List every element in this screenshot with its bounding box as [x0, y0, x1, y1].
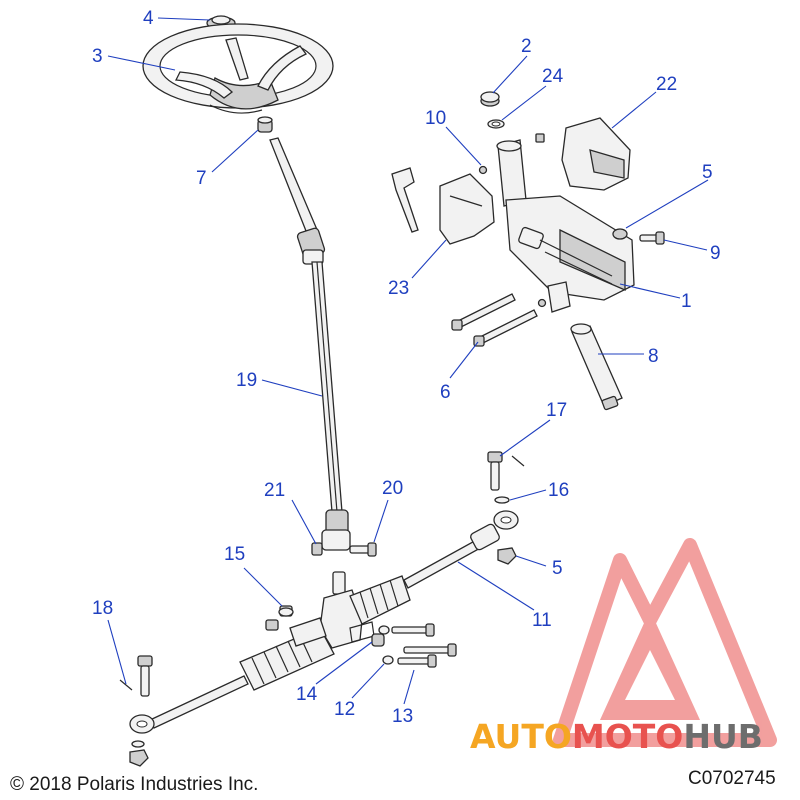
callout-3: 3	[92, 46, 103, 67]
watermark-logo	[553, 538, 777, 747]
callout-5a: 5	[702, 162, 713, 183]
part-5-nut-lower	[497, 547, 517, 565]
part-11-tie-rod-right	[403, 510, 519, 589]
part-21-nut	[311, 542, 323, 556]
part-24-washer	[487, 119, 505, 129]
part-5-nut-upper	[612, 228, 628, 240]
watermark-text: AUTOMOTOHUB	[470, 717, 763, 756]
part-12-washers	[378, 625, 394, 665]
watermark-hub: HUB	[683, 717, 763, 756]
callout-17: 17	[546, 400, 567, 421]
callout-labels: 1 2 3 4 5 5 6 7 8 9 10 11 12 13 14 15 16…	[92, 8, 721, 727]
part-1-column-bracket	[496, 133, 635, 313]
callout-15: 15	[224, 544, 245, 565]
callout-18: 18	[92, 598, 113, 619]
part-6-bolts	[451, 293, 547, 347]
callout-19: 19	[236, 370, 257, 391]
part-3-steering-wheel	[142, 23, 334, 114]
part-steering-rack	[149, 571, 411, 729]
part-19-intermediate-shaft	[311, 261, 343, 513]
part-20-bolt	[349, 542, 377, 557]
callout-5b: 5	[552, 558, 563, 579]
part-14-bushing	[371, 633, 385, 647]
callout-20: 20	[382, 478, 403, 499]
callout-10: 10	[425, 108, 446, 129]
diagram-code: C0702745	[688, 768, 776, 789]
part-18-bolt	[119, 655, 153, 697]
callout-21: 21	[264, 480, 285, 501]
callout-13: 13	[392, 706, 413, 727]
watermark-triangle-inner	[600, 610, 700, 720]
part-left-tie-rod-end	[129, 714, 155, 767]
part-16-cotter-pin	[494, 455, 525, 504]
copyright-text: © 2018 Polaris Industries Inc.	[10, 774, 258, 795]
part-tilt-lever	[391, 167, 419, 233]
part-lower-u-joint	[321, 509, 351, 551]
watermark-triangle-outer	[553, 538, 777, 747]
callout-9: 9	[710, 243, 721, 264]
part-10-nut	[478, 165, 488, 175]
part-22-upper-cover	[561, 117, 631, 191]
part-7-bushing	[257, 116, 273, 133]
callout-12: 12	[334, 699, 355, 720]
leader-lines	[107, 17, 709, 705]
callout-1: 1	[681, 291, 692, 312]
part-15-washer	[278, 607, 294, 617]
callout-23: 23	[388, 278, 409, 299]
callout-7: 7	[196, 168, 207, 189]
part-2-bushing	[480, 91, 500, 107]
callout-6: 6	[440, 382, 451, 403]
callout-8: 8	[648, 346, 659, 367]
part-23-lower-cover	[439, 173, 495, 245]
part-17-bolt	[487, 451, 503, 491]
watermark-moto: MOTO	[572, 717, 683, 756]
callout-4: 4	[143, 8, 154, 29]
part-upper-steering-shaft	[269, 137, 326, 265]
part-8-sleeve	[570, 323, 623, 411]
part-13-bolts	[391, 623, 457, 668]
callout-16: 16	[548, 480, 569, 501]
callout-2: 2	[521, 36, 532, 57]
callout-24: 24	[542, 66, 564, 87]
callout-14: 14	[296, 684, 318, 705]
part-9-bolt	[639, 231, 665, 245]
watermark-auto: AUTO	[470, 717, 572, 756]
callout-22: 22	[656, 74, 677, 95]
callout-11: 11	[532, 610, 552, 631]
